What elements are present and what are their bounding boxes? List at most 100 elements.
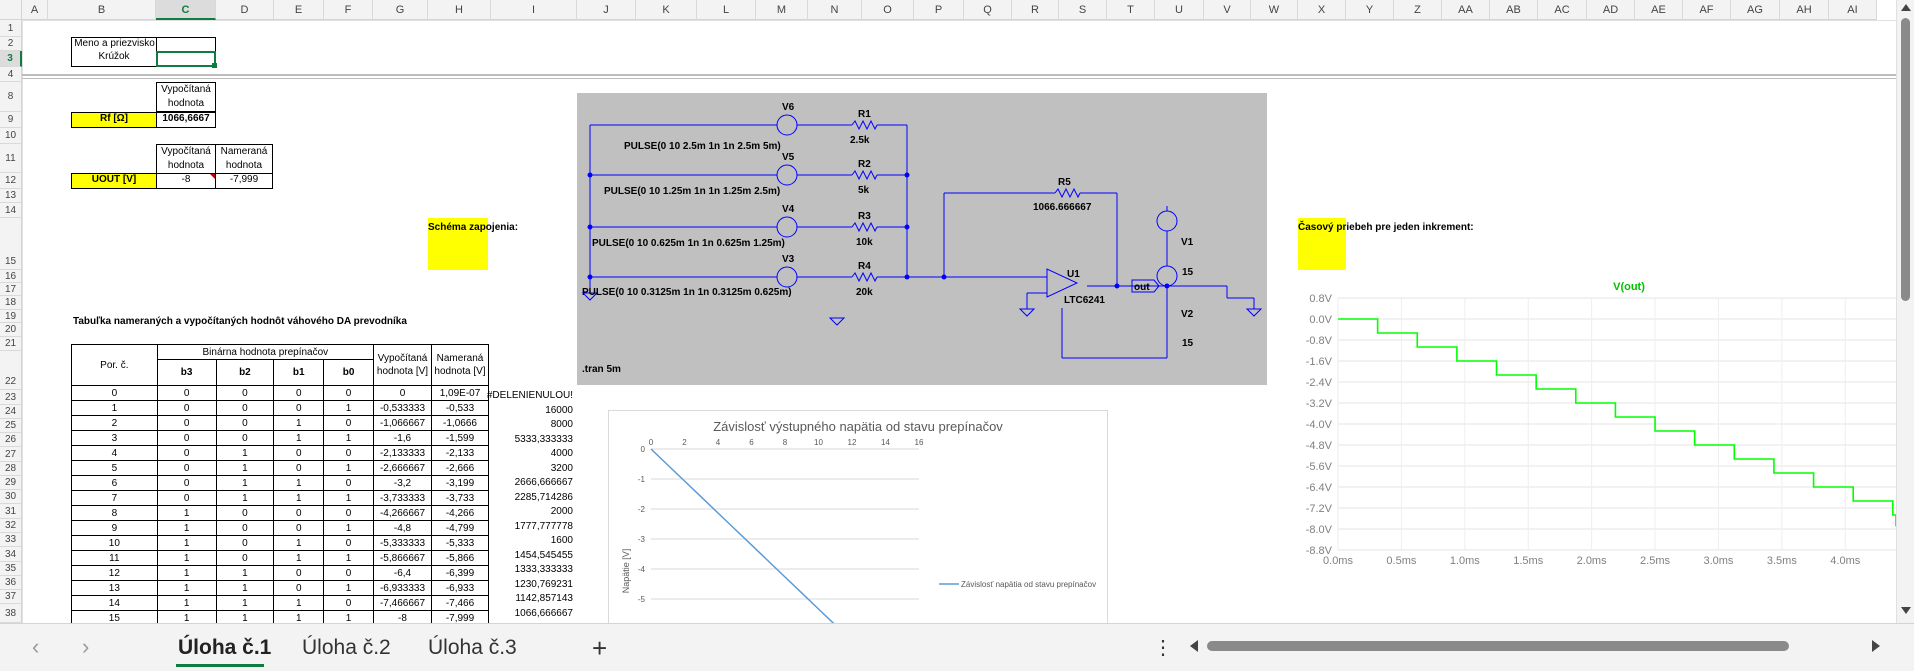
column-header-ah[interactable]: AH	[1780, 0, 1829, 20]
column-header-q[interactable]: Q	[964, 0, 1012, 20]
table-cell[interactable]: 1	[156, 610, 217, 623]
table-cell[interactable]: -7,999	[430, 610, 490, 623]
table-cell[interactable]: 1	[215, 610, 275, 623]
row-header-23[interactable]: 23	[0, 390, 22, 405]
column-header-c[interactable]: C	[156, 0, 216, 20]
table-cell[interactable]: 0	[215, 385, 275, 401]
column-header-ad[interactable]: AD	[1587, 0, 1635, 20]
table-cell[interactable]: 1	[323, 400, 374, 416]
table-cell[interactable]: -8	[373, 610, 432, 623]
column-header-e[interactable]: E	[274, 0, 324, 20]
column-header-h[interactable]: H	[428, 0, 491, 20]
schematic-image[interactable]: V6 V5 V4 V3 PULSE(0 10 2.5m 1n 1n 2.5m 5…	[577, 93, 1267, 385]
scroll-up-icon[interactable]	[1901, 4, 1911, 11]
row-header-22[interactable]: 22	[0, 351, 22, 390]
prev-sheet-icon[interactable]: ‹	[32, 634, 40, 659]
column-header-ab[interactable]: AB	[1490, 0, 1538, 20]
table-cell[interactable]: 1	[323, 550, 374, 566]
table-cell[interactable]: -6,933333	[373, 580, 432, 596]
column-header-r[interactable]: R	[1012, 0, 1059, 20]
table-cell[interactable]: 11	[71, 550, 158, 566]
column-i-cell[interactable]: 1333,333333	[514, 564, 573, 575]
table-cell[interactable]: 3	[71, 430, 158, 446]
table-cell[interactable]: 1	[273, 550, 325, 566]
table-cell[interactable]: 1	[156, 550, 217, 566]
table-cell[interactable]: 0	[323, 475, 374, 491]
row-header-34[interactable]: 34	[0, 547, 22, 562]
column-header-i[interactable]: I	[491, 0, 577, 20]
table-cell[interactable]: 1	[273, 490, 325, 506]
table-cell[interactable]: 1	[156, 580, 217, 596]
select-all-corner[interactable]	[0, 0, 22, 20]
table-cell[interactable]: 14	[71, 595, 158, 611]
row-header-19[interactable]: 19	[0, 310, 22, 323]
table-cell[interactable]: 1	[71, 400, 158, 416]
table-cell[interactable]: 10	[71, 535, 158, 551]
row-header-35[interactable]: 35	[0, 562, 22, 576]
tab-uloha-1[interactable]: Úloha č.1	[178, 636, 272, 659]
table-cell[interactable]: 7	[71, 490, 158, 506]
row-header-11[interactable]: 11	[0, 144, 22, 173]
row-header-8[interactable]: 8	[0, 82, 22, 112]
table-cell[interactable]: -3,733333	[373, 490, 432, 506]
row-header-26[interactable]: 26	[0, 433, 22, 447]
column-header-s[interactable]: S	[1059, 0, 1107, 20]
column-header-j[interactable]: J	[577, 0, 636, 20]
table-cell[interactable]: 0	[373, 385, 432, 401]
column-header-y[interactable]: Y	[1346, 0, 1394, 20]
table-cell[interactable]: 1	[215, 460, 275, 476]
column-header-v[interactable]: V	[1204, 0, 1251, 20]
column-header-u[interactable]: U	[1155, 0, 1204, 20]
table-cell[interactable]: 0	[156, 460, 217, 476]
table-cell[interactable]: 1	[273, 610, 325, 623]
table-cell[interactable]: -2,133333	[373, 445, 432, 461]
table-cell[interactable]: 1	[273, 535, 325, 551]
column-i-cell[interactable]: 2285,714286	[514, 491, 573, 503]
column-header-n[interactable]: N	[808, 0, 862, 20]
table-cell[interactable]: 0	[273, 505, 325, 521]
column-i-cell[interactable]: 16000	[545, 404, 573, 416]
table-cell[interactable]: 0	[156, 415, 217, 431]
tab-uloha-3[interactable]: Úloha č.3	[428, 636, 517, 659]
column-header-w[interactable]: W	[1251, 0, 1298, 20]
row-header-17[interactable]: 17	[0, 283, 22, 296]
group-input-selected[interactable]	[156, 51, 216, 67]
table-cell[interactable]: 4	[71, 445, 158, 461]
scroll-down-icon[interactable]	[1901, 607, 1911, 614]
table-cell[interactable]: 8	[71, 505, 158, 521]
row-header-27[interactable]: 27	[0, 447, 22, 462]
table-cell[interactable]: 1	[273, 595, 325, 611]
column-header-z[interactable]: Z	[1394, 0, 1442, 20]
fill-handle[interactable]	[212, 63, 217, 68]
scroll-right-icon[interactable]	[1872, 640, 1880, 652]
column-i-cell[interactable]: 1230,769231	[514, 578, 573, 590]
table-cell[interactable]: 1	[273, 430, 325, 446]
column-i-cell[interactable]: 2000	[550, 506, 573, 517]
column-header-p[interactable]: P	[914, 0, 964, 20]
table-cell[interactable]: 0	[273, 520, 325, 536]
table-cell[interactable]: 0	[323, 415, 374, 431]
row-header-9[interactable]: 9	[0, 112, 22, 128]
table-cell[interactable]: 0	[323, 535, 374, 551]
table-cell[interactable]: 0	[71, 385, 158, 401]
row-header-20[interactable]: 20	[0, 323, 22, 337]
table-cell[interactable]: 0	[273, 565, 325, 581]
table-cell[interactable]: 0	[156, 490, 217, 506]
column-i-cell[interactable]: 4000	[550, 448, 573, 459]
table-cell[interactable]: 1	[323, 490, 374, 506]
row-header-2[interactable]: 2	[0, 37, 22, 51]
table-cell[interactable]: -1,066667	[373, 415, 432, 431]
table-cell[interactable]: 0	[273, 580, 325, 596]
tab-uloha-2[interactable]: Úloha č.2	[302, 636, 391, 659]
table-cell[interactable]: 0	[273, 460, 325, 476]
column-i-cell[interactable]: 2666,666667	[514, 477, 573, 488]
name-input[interactable]	[156, 37, 216, 52]
column-header-b[interactable]: B	[48, 0, 156, 20]
row-header-3[interactable]: 3	[0, 51, 22, 67]
row-header-31[interactable]: 31	[0, 504, 22, 519]
row-header-29[interactable]: 29	[0, 476, 22, 490]
table-cell[interactable]: 0	[215, 535, 275, 551]
more-options-icon[interactable]: ⋮	[1153, 637, 1173, 659]
row-header-12[interactable]: 12	[0, 173, 22, 189]
table-cell[interactable]: 2	[71, 415, 158, 431]
